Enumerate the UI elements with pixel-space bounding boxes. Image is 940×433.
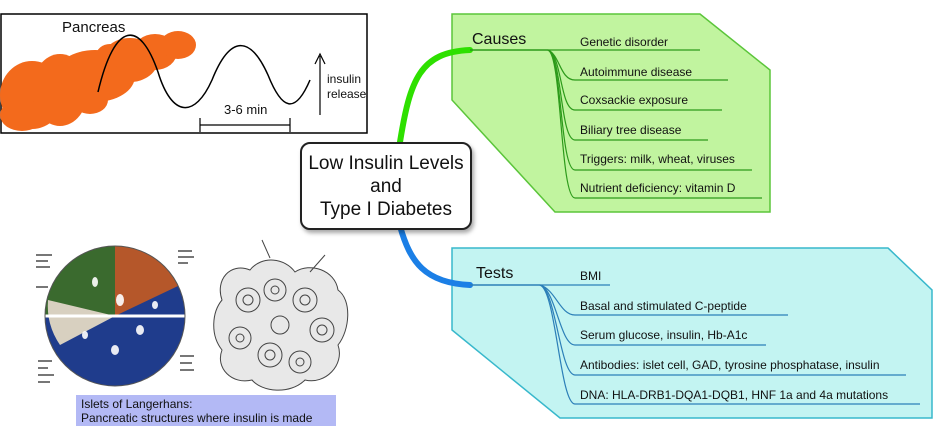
causes-item-coxsackie[interactable]: Coxsackie exposure xyxy=(580,93,689,107)
connector-tests xyxy=(397,223,473,288)
islets-caption: Islets of Langerhans: Pancreatic structu… xyxy=(76,395,336,426)
causes-item-triggers[interactable]: Triggers: milk, wheat, viruses xyxy=(580,152,735,166)
causes-item-genetic[interactable]: Genetic disorder xyxy=(580,35,669,49)
tests-item-dna[interactable]: DNA: HLA-DRB1-DQA1-DQB1, HNF 1a and 4a m… xyxy=(580,388,889,402)
islet-diagram xyxy=(36,245,194,387)
tests-topic[interactable]: Tests xyxy=(476,265,514,282)
central-topic-line1: Low Insulin Levels xyxy=(308,152,464,174)
causes-connectors xyxy=(547,49,762,199)
insulin-release-line2: release xyxy=(327,87,367,101)
causes-group-shape xyxy=(451,13,771,213)
islets-caption-line1: Islets of Langerhans: xyxy=(81,397,193,411)
tests-item-c-peptide[interactable]: Basal and stimulated C-peptide xyxy=(580,299,747,313)
period-bracket xyxy=(199,118,291,132)
insulin-wave xyxy=(97,34,311,109)
period-label: 3-6 min xyxy=(224,102,268,117)
causes-item-nutrient[interactable]: Nutrient deficiency: vitamin D xyxy=(580,181,736,195)
central-topic-line3: Type I Diabetes xyxy=(319,198,453,220)
histology-sketch xyxy=(213,239,349,391)
release-arrow-icon xyxy=(314,52,326,115)
insulin-release-line1: insulin xyxy=(327,72,362,86)
tests-item-serum[interactable]: Serum glucose, insulin, Hb-A1c xyxy=(580,328,748,342)
islets-caption-line2: Pancreatic structures where insulin is m… xyxy=(81,411,313,425)
pancreas-title: Pancreas xyxy=(62,19,126,36)
central-topic-line2: and xyxy=(370,175,402,197)
tests-item-bmi[interactable]: BMI xyxy=(580,269,602,283)
causes-topic[interactable]: Causes xyxy=(472,31,527,48)
causes-item-biliary[interactable]: Biliary tree disease xyxy=(580,123,682,137)
connector-causes xyxy=(397,47,473,145)
tests-item-antibodies[interactable]: Antibodies: islet cell, GAD, tyrosine ph… xyxy=(580,358,880,372)
tests-connectors xyxy=(539,284,920,405)
central-topic[interactable]: Low Insulin Levels and Type I Diabetes xyxy=(300,142,472,230)
causes-item-autoimmune[interactable]: Autoimmune disease xyxy=(580,65,693,79)
